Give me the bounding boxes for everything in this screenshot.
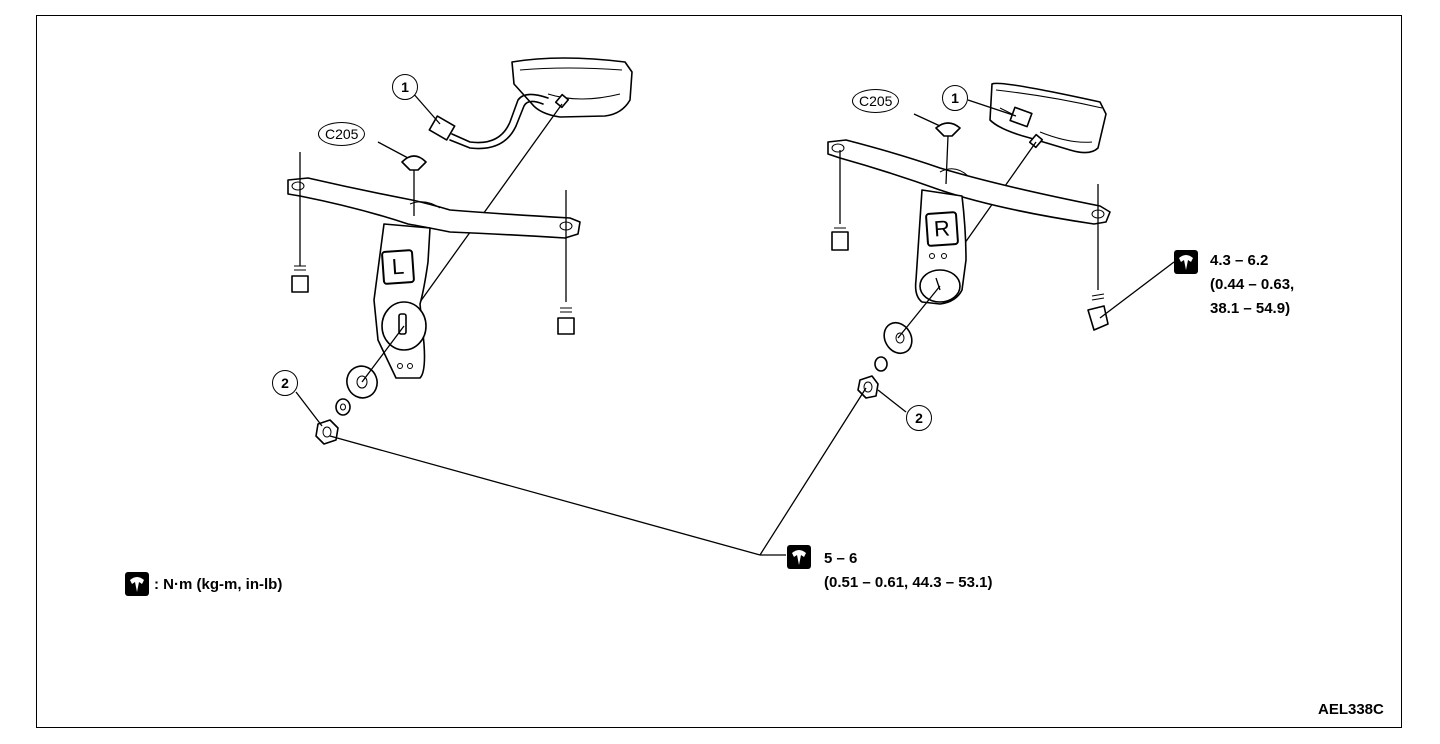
right-lamp-housing	[989, 82, 1107, 154]
callout-item-2-right: 2	[906, 405, 932, 431]
torque-nut-line2: (0.51 – 0.61, 44.3 – 53.1)	[824, 574, 993, 591]
right-bracket-bar	[827, 139, 1111, 225]
right-screw-a	[831, 231, 849, 251]
left-c205-clip	[401, 155, 427, 171]
left-lamp-housing	[511, 57, 633, 118]
right-spring-washer	[874, 356, 888, 372]
left-bracket-bar	[287, 177, 581, 239]
left-screw-b	[557, 317, 575, 335]
torque-bolt-line2: (0.44 – 0.63,	[1210, 276, 1295, 293]
torque-wrench-icon	[125, 572, 149, 596]
callout-item-1-right: 1	[942, 85, 968, 111]
right-screw-b	[1087, 305, 1109, 331]
torque-bolt-line1: 4.3 – 6.2	[1210, 252, 1269, 269]
right-harness-connector	[1009, 106, 1033, 128]
bracket-mark-right: R	[924, 210, 960, 248]
torque-bolt-line3: 38.1 – 54.9)	[1210, 300, 1291, 317]
left-spring-washer	[335, 398, 351, 416]
leader-lines	[295, 91, 1175, 556]
left-fog-lamp-assembly	[287, 57, 633, 445]
torque-wrench-icon	[787, 545, 811, 569]
left-harness-connector	[428, 115, 456, 141]
torque-wrench-icon	[1174, 250, 1198, 274]
torque-nut-line1: 5 – 6	[824, 550, 858, 567]
torque-unit-legend: : N·m (kg-m, in-lb)	[154, 576, 283, 593]
right-fog-lamp-assembly	[827, 82, 1111, 399]
left-screw-a	[291, 275, 309, 293]
figure-code: AEL338C	[1318, 701, 1384, 718]
bracket-mark-left: L	[380, 248, 416, 286]
left-lamp-harness	[451, 93, 549, 144]
callout-item-1-left: 1	[392, 74, 418, 100]
right-c205-clip	[935, 122, 961, 137]
left-nut	[315, 419, 339, 445]
diagram-frame	[36, 15, 1402, 728]
connector-c205-left: C205	[318, 122, 366, 146]
callout-item-2-left: 2	[272, 370, 298, 396]
connector-c205-right: C205	[852, 89, 900, 113]
